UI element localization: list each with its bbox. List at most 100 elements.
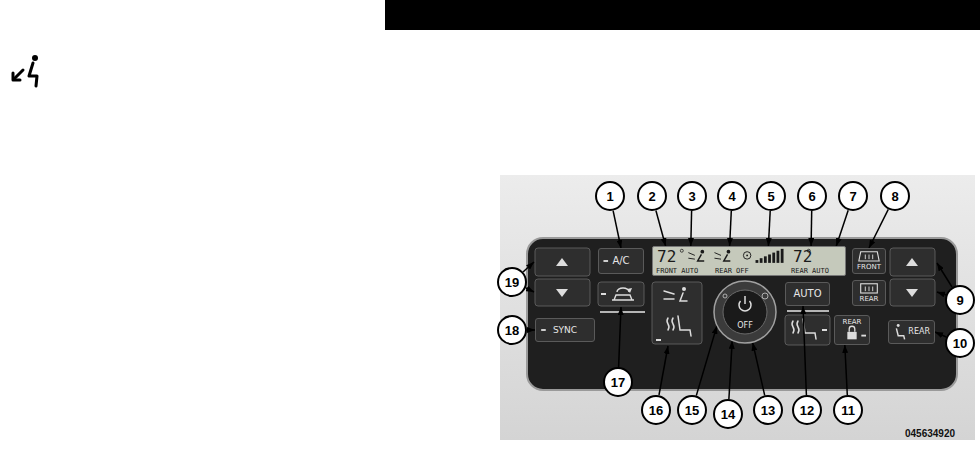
callout-number: 10 [953, 337, 967, 350]
knob-label: OFF [737, 322, 753, 330]
control-button: SYNC [535, 318, 595, 342]
leader-arrow [753, 343, 765, 396]
callout-circle: 8 [880, 181, 910, 211]
leader-arrow [613, 211, 621, 248]
callout-number: 4 [728, 190, 735, 203]
leader-arrow [768, 211, 770, 246]
display-text: 72 [793, 249, 812, 265]
down-arrow-symbol [556, 289, 568, 297]
callout-circle: 6 [797, 181, 827, 211]
callout-number: 6 [808, 190, 815, 203]
button-label: SYNC [553, 326, 577, 335]
leader-line [619, 307, 621, 367]
leader-lines [523, 262, 952, 395]
callout-circle: 12 [792, 395, 822, 425]
mode-seat-heat-button [652, 282, 702, 344]
panel-body [527, 238, 957, 390]
control-button: A/C [598, 248, 644, 274]
leader-arrow [845, 345, 848, 395]
seat-shape [803, 319, 816, 339]
leader-arrow [690, 211, 692, 246]
figure-code: 045634920 [905, 429, 955, 439]
button-label: A/C [612, 256, 629, 266]
icon-arrow [14, 70, 23, 79]
button-label: AUTO [793, 289, 821, 299]
separator-line [600, 311, 645, 313]
callout-number: 2 [648, 190, 655, 203]
knob-icon [713, 280, 777, 344]
callout-circle: 4 [717, 181, 747, 211]
control-button: REAR [834, 315, 870, 345]
separator-line [787, 310, 829, 312]
callout-number: 3 [688, 190, 695, 203]
callout-number: 13 [761, 404, 775, 417]
leader-arrow [656, 211, 666, 247]
control-button: AUTO [785, 282, 830, 306]
up-arrow-symbol [906, 258, 918, 266]
seat-shape [678, 316, 691, 336]
leader-line [523, 262, 534, 272]
callout-circle: 19 [497, 267, 527, 297]
button-label: REAR [908, 328, 930, 336]
callout-number: 5 [767, 190, 774, 203]
display-text: REAR OFF [715, 268, 749, 275]
leader-line [937, 263, 952, 287]
callout-number: 16 [649, 404, 663, 417]
leader-arrow [869, 209, 888, 248]
callout-number: 14 [721, 408, 735, 421]
lcd-display: 72FRONT AUTO REAR OFF 72REAR AUTO [652, 246, 846, 276]
button-label: REAR [843, 319, 862, 326]
callout-circle: 3 [677, 181, 707, 211]
temp-up-left-button [535, 248, 590, 276]
callout-circle: 5 [756, 181, 786, 211]
callout-circle: 18 [497, 315, 527, 345]
icon-head [32, 55, 38, 61]
display-text: FRONT AUTO [656, 268, 698, 275]
leader-arrow [810, 211, 812, 246]
callout-circle: 10 [945, 328, 975, 358]
callout-number: 9 [956, 294, 963, 307]
leader-arrow [729, 341, 732, 399]
callout-number: 11 [841, 404, 855, 417]
callout-number: 19 [505, 276, 519, 289]
icon-arrowhead [13, 73, 20, 80]
button-label: REAR [860, 296, 879, 303]
heat-waves [792, 321, 799, 333]
callout-number: 8 [891, 190, 898, 203]
floor-mode-icon [13, 55, 38, 86]
callout-circle: 14 [713, 399, 743, 429]
callout-circle: 9 [945, 285, 975, 315]
callout-circle: 13 [753, 395, 783, 425]
leader-line [659, 346, 668, 395]
photo-ground [500, 175, 975, 440]
button-label: FRONT [857, 264, 881, 271]
display-text: 72 [657, 249, 676, 265]
control-button: REAR [888, 320, 935, 344]
temp-down-right-button [890, 279, 935, 306]
temp-up-right-button [890, 248, 935, 276]
callout-circle: 15 [677, 395, 707, 425]
leader-arrow [527, 329, 535, 331]
callout-circle: 11 [833, 395, 863, 425]
callout-circle: 1 [595, 181, 625, 211]
display-text: REAR AUTO [791, 268, 829, 275]
leader-line [937, 292, 946, 295]
control-button: REAR [852, 280, 886, 306]
heated-seat-symbol [667, 316, 691, 336]
callout-circle: 17 [603, 367, 633, 397]
recirculation-symbol [612, 288, 634, 300]
heated-seat-right-button [785, 315, 830, 345]
down-arrow-symbol [906, 289, 918, 297]
indicator-light [601, 293, 606, 295]
callout-number: 18 [505, 324, 519, 337]
blower-knob: OFF [713, 280, 777, 344]
leader-arrow [836, 210, 848, 246]
leader-arrow [696, 326, 717, 396]
up-arrow-symbol [556, 258, 568, 266]
callout-number: 12 [800, 404, 814, 417]
leader-line [526, 288, 534, 292]
symbol-head [682, 287, 686, 291]
